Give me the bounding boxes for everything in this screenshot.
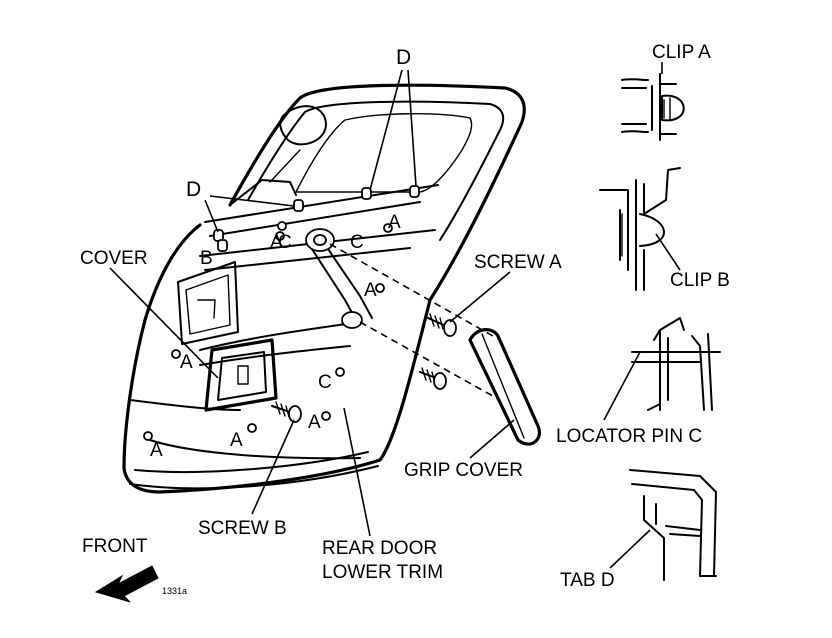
door-panel-outline [122,83,526,494]
part-letter-a: A [150,440,163,461]
clip-b-detail [599,167,681,291]
screw-a-part-upper [427,313,457,337]
screw-a-part-lower [419,367,447,390]
clip-a-detail [621,73,685,141]
part-letter-a: A [364,280,377,301]
locator-pin-c-detail [631,317,721,411]
grip-cover-part [468,328,541,446]
tab-d-detail [629,469,717,581]
part-letter-c: C [278,232,292,253]
screw-b-part [271,401,302,423]
label-screw-a: SCREW A [474,252,562,273]
label-locator-pin-c: LOCATOR PIN C [556,426,702,447]
label-d-left: D [186,178,201,201]
label-d-top: D [396,46,411,69]
part-letter-c: C [318,372,332,393]
front-arrow-icon [94,565,159,603]
label-grip-cover: GRIP COVER [404,460,523,481]
part-letter-c: C [350,232,364,253]
alignment-dashed-lines [329,243,501,401]
cover-plate [204,338,278,412]
figure-code: 1331a [162,586,187,596]
label-screw-b: SCREW B [198,518,287,539]
label-rear-door-lower-trim-line1: REAR DOOR [322,538,437,559]
part-letter-a: A [308,412,321,433]
part-letter-a: A [230,430,243,451]
leader-lines [109,62,681,569]
label-front: FRONT [82,536,148,557]
part-letter-a: A [180,352,193,373]
label-tab-d: TAB D [560,570,615,591]
label-clip-b: CLIP B [670,270,730,291]
part-letter-a: A [270,232,283,253]
label-b: B [200,248,213,269]
part-letter-a: A [388,212,401,233]
label-clip-a: CLIP A [652,42,711,63]
label-rear-door-lower-trim-line2: LOWER TRIM [322,562,443,583]
label-cover: COVER [80,248,148,269]
